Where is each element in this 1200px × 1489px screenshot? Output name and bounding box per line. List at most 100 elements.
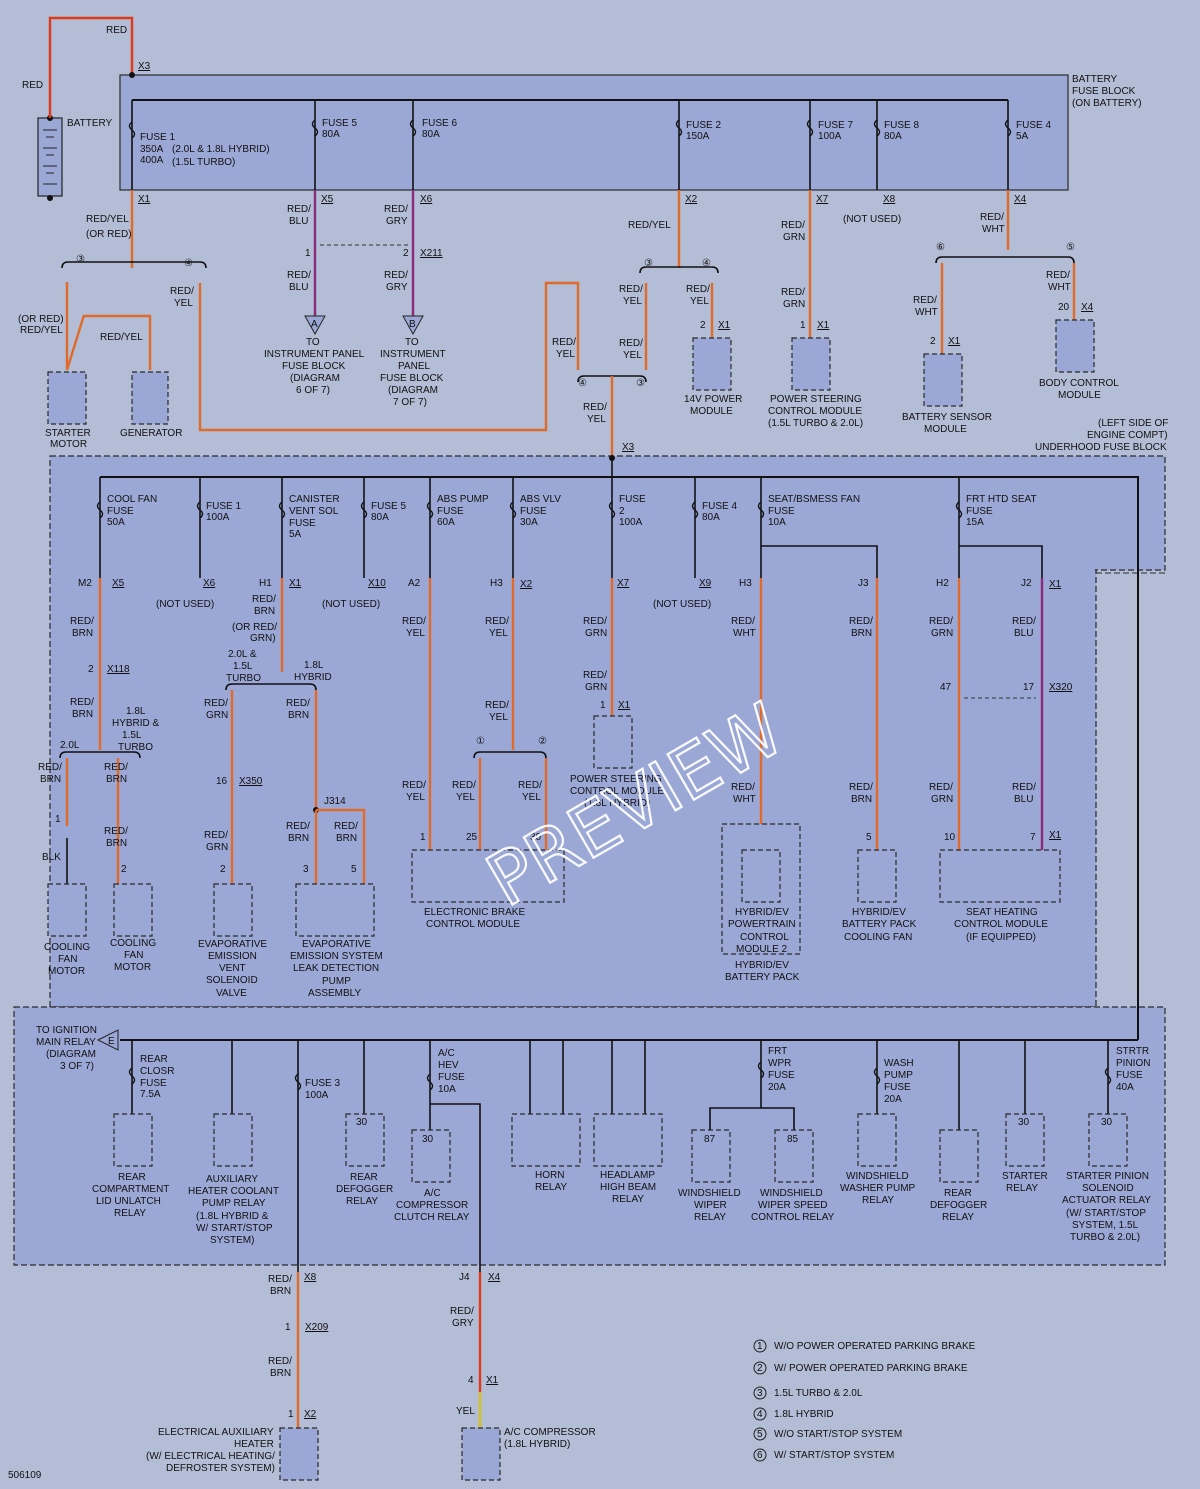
- svg-text:FUSE: FUSE: [884, 1082, 911, 1093]
- svg-text:80A: 80A: [322, 129, 340, 140]
- svg-text:CONTROL RELAY: CONTROL RELAY: [751, 1212, 835, 1223]
- pin-2-x118: 2: [88, 664, 94, 675]
- svg-text:W/ START/STOP SYSTEM: W/ START/STOP SYSTEM: [774, 1450, 894, 1461]
- svg-text:A/C: A/C: [424, 1188, 441, 1199]
- relay-starter-label: STARTER RELAY: [1002, 1171, 1048, 1194]
- svg-text:BLU: BLU: [1014, 628, 1033, 639]
- relay-wiper-speed-label: WINDSHIELD WIPER SPEED CONTROL RELAY: [751, 1188, 835, 1223]
- pin-1-x211: 1: [305, 248, 311, 259]
- svg-text:YEL: YEL: [489, 712, 508, 723]
- relay-rear-compartment: [113, 1113, 153, 1167]
- relay-rear-defogger-1: [345, 1113, 385, 1167]
- aux-heater-wire-labels: RED/ BRN RED/ BRN: [268, 1274, 292, 1379]
- svg-text:GRN: GRN: [585, 682, 607, 693]
- svg-text:SYSTEM, 1.5L: SYSTEM, 1.5L: [1072, 1220, 1139, 1231]
- svg-text:WHT: WHT: [733, 794, 756, 805]
- ebcm-label: ELECTRONIC BRAKE CONTROL MODULE: [424, 907, 525, 930]
- svg-text:STARTER: STARTER: [1002, 1171, 1048, 1182]
- power-steering-module-label: POWER STEERING CONTROL MODULE (1.5L TURB…: [768, 394, 863, 429]
- connector-x2-heater: X2: [304, 1409, 317, 1420]
- splice-note-3c: ③: [636, 378, 645, 389]
- svg-text:POWER STEERING: POWER STEERING: [570, 774, 662, 785]
- underhood-fuse-block-bottom: [13, 1006, 1166, 1266]
- svg-text:CONTROL: CONTROL: [740, 932, 789, 943]
- pin-j3: J3: [858, 578, 869, 589]
- battery-sensor-label: BATTERY SENSOR MODULE: [902, 412, 992, 435]
- svg-text:30A: 30A: [520, 517, 538, 528]
- svg-text:ASSEMBLY: ASSEMBLY: [308, 988, 361, 999]
- svg-text:(DIAGRAM: (DIAGRAM: [46, 1049, 96, 1060]
- svg-text:H2: H2: [936, 578, 949, 589]
- svg-text:RED/: RED/: [686, 284, 710, 295]
- relay-wiper-speed: [774, 1129, 814, 1183]
- connector-x1-psh: X1: [618, 700, 631, 711]
- svg-text:VALVE: VALVE: [216, 988, 247, 999]
- splice-note-6a: ⑥: [936, 242, 945, 253]
- svg-text:TO: TO: [405, 337, 419, 348]
- svg-text:6: 6: [757, 1450, 763, 1461]
- svg-text:10A: 10A: [438, 1084, 456, 1095]
- svg-text:RED/: RED/: [929, 782, 953, 793]
- svg-text:BLU: BLU: [289, 216, 308, 227]
- arrow-e-label: E: [108, 1036, 115, 1047]
- arrow-b-label: B: [409, 319, 416, 330]
- arrow-e-icon: [96, 1029, 119, 1051]
- uh-fuse-abs-vlv: ABS VLV FUSE 30A H3 X2: [490, 477, 561, 590]
- svg-text:PANEL: PANEL: [398, 361, 430, 372]
- svg-text:INSTRUMENT PANEL: INSTRUMENT PANEL: [264, 349, 365, 360]
- diagram-id: 506109: [8, 1470, 42, 1481]
- svg-text:7 OF 7): 7 OF 7): [393, 397, 427, 408]
- svg-text:FUSE: FUSE: [1116, 1070, 1143, 1081]
- svg-text:6 OF 7): 6 OF 7): [296, 385, 330, 396]
- svg-text:PINION: PINION: [1116, 1058, 1150, 1069]
- pin-j2: J2: [1021, 578, 1032, 589]
- svg-text:1.8L HYBRID: 1.8L HYBRID: [774, 1409, 834, 1420]
- hybrid-powertrain-module-2: [741, 849, 781, 903]
- svg-text:RED/: RED/: [384, 204, 408, 215]
- splice-note-2: ②: [538, 736, 547, 747]
- uh-fuse4-not-used: (NOT USED): [653, 599, 711, 610]
- svg-text:80A: 80A: [422, 129, 440, 140]
- svg-text:CONTROL MODULE: CONTROL MODULE: [426, 919, 520, 930]
- svg-text:AUXILIARY: AUXILIARY: [206, 1174, 258, 1185]
- pin-1-cfm: 1: [55, 814, 61, 825]
- svg-text:RED/: RED/: [1012, 782, 1036, 793]
- svg-text:(OR RED): (OR RED): [86, 229, 132, 240]
- svg-text:GRN: GRN: [783, 232, 805, 243]
- blk-label: BLK: [42, 852, 61, 863]
- relay-headlamp-high-beam: [593, 1113, 663, 1167]
- pin-10-shcm: 10: [944, 832, 956, 843]
- svg-text:EVAPORATIVE: EVAPORATIVE: [302, 939, 371, 950]
- svg-text:1.8L: 1.8L: [126, 706, 146, 717]
- svg-text:(1.8L HYBRID): (1.8L HYBRID): [584, 798, 650, 809]
- bfb-fuse-8: FUSE 8 80A X8: [873, 100, 919, 205]
- svg-text:1.5L: 1.5L: [233, 661, 253, 672]
- svg-text:RED/: RED/: [452, 780, 476, 791]
- svg-text:DEFROSTER SYSTEM): DEFROSTER SYSTEM): [166, 1463, 275, 1474]
- uh-fuse-abs-pump: ABS PUMP FUSE 60A A2: [408, 477, 489, 589]
- seat-fan-wire-labels: RED/ WHT RED/ WHT: [731, 616, 756, 805]
- pin-3-evap: 3: [303, 864, 309, 875]
- svg-text:YEL: YEL: [522, 792, 541, 803]
- hybrid-fan-wire-labels: RED/ BRN RED/ BRN: [849, 616, 873, 805]
- cool-fan-wire-labels: RED/ BRN RED/ BRN: [70, 616, 94, 720]
- redwht-label-fuse4: RED/ WHT: [980, 212, 1005, 235]
- svg-text:CANISTER: CANISTER: [289, 494, 340, 505]
- aux-heater-label: ELECTRICAL AUXILIARY HEATER (W/ ELECTRIC…: [146, 1427, 275, 1474]
- svg-text:WINDSHIELD: WINDSHIELD: [846, 1171, 909, 1182]
- svg-text:2: 2: [619, 506, 625, 517]
- strtr-pinion-fuse: STRTR PINION FUSE 40A: [1104, 1040, 1150, 1114]
- connector-x1-shcm: X1: [1049, 830, 1062, 841]
- fuse8-not-used: (NOT USED): [843, 214, 901, 225]
- svg-text:BRN: BRN: [270, 1286, 291, 1297]
- seat-heating-label: SEAT HEATING CONTROL MODULE (IF EQUIPPED…: [954, 907, 1048, 943]
- ac-compressor: [461, 1427, 501, 1481]
- relay-rear-defogger-2: [939, 1129, 979, 1183]
- pin-5-evap: 5: [351, 864, 357, 875]
- battery-label: BATTERY: [67, 118, 113, 129]
- svg-text:WHT: WHT: [733, 628, 756, 639]
- svg-text:X5: X5: [321, 194, 334, 205]
- svg-text:VENT SOL: VENT SOL: [289, 506, 339, 517]
- svg-text:WINDSHIELD: WINDSHIELD: [678, 1188, 741, 1199]
